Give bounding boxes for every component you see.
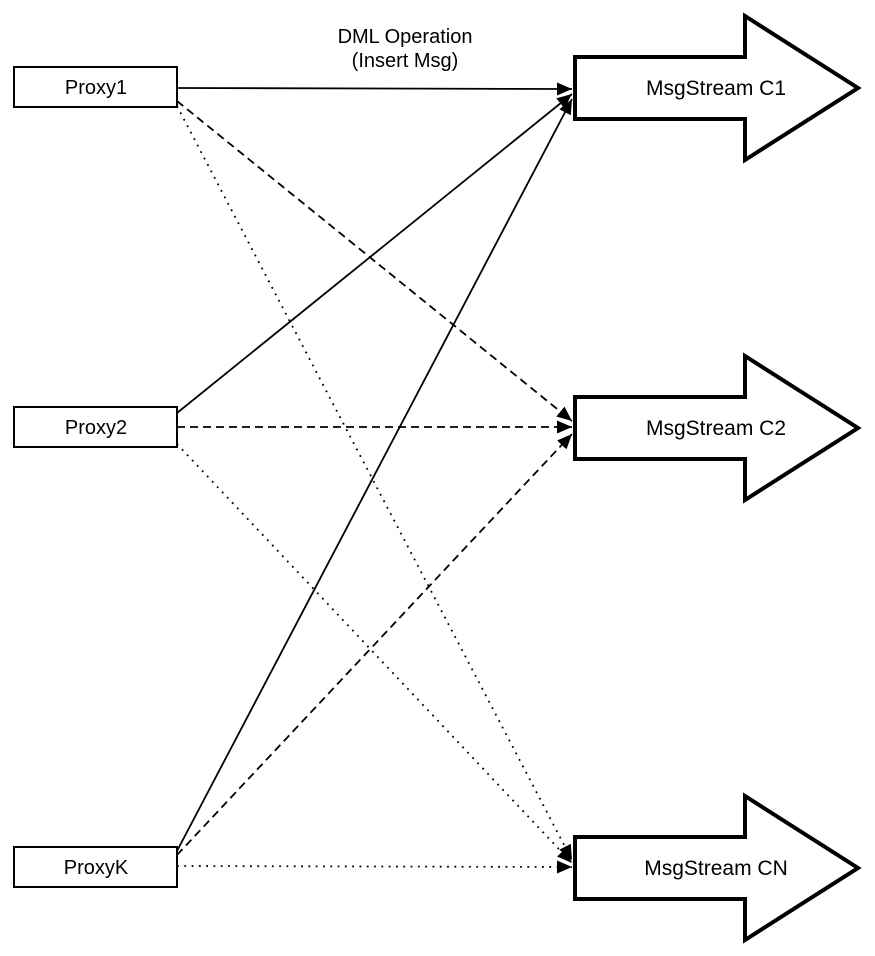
stream-nodes: MsgStream C1 MsgStream C2 MsgStream CN bbox=[573, 12, 862, 944]
dml-operation-annotation: DML Operation (Insert Msg) bbox=[338, 26, 473, 72]
msgstream-c2-label: MsgStream C2 bbox=[646, 417, 786, 440]
msgstream-cn-arrow bbox=[573, 792, 862, 944]
edge-proxy1-to-c1 bbox=[176, 82, 573, 96]
msgstream-cn-label: MsgStream CN bbox=[644, 857, 788, 880]
proxyk-label: ProxyK bbox=[64, 857, 129, 879]
msgstream-c1-label: MsgStream C1 bbox=[646, 77, 786, 100]
dml-operation-label-line2: (Insert Msg) bbox=[352, 50, 459, 72]
proxy-nodes: Proxy1 Proxy2 ProxyK bbox=[13, 66, 178, 888]
msgstream-c2-arrow bbox=[573, 352, 862, 504]
msgstream-c1-arrow bbox=[573, 12, 862, 164]
proxy2-label: Proxy2 bbox=[65, 417, 127, 439]
proxy2-box bbox=[13, 406, 178, 448]
edge-proxyk-to-c1 bbox=[176, 98, 573, 852]
edge-proxyk-to-c2 bbox=[176, 433, 573, 856]
edge-proxy2-to-c1 bbox=[176, 93, 573, 414]
edge-proxyk-to-cn bbox=[176, 860, 573, 874]
dml-operation-label-line1: DML Operation bbox=[338, 26, 473, 48]
edge-proxy1-to-c2 bbox=[176, 100, 573, 422]
proxy1-label: Proxy1 bbox=[65, 77, 127, 99]
edge-group bbox=[176, 82, 573, 874]
proxyk-box bbox=[13, 846, 178, 888]
proxy1-box bbox=[13, 66, 178, 108]
edge-proxy1-to-cn bbox=[176, 105, 573, 861]
edge-proxy2-to-cn bbox=[176, 443, 573, 864]
